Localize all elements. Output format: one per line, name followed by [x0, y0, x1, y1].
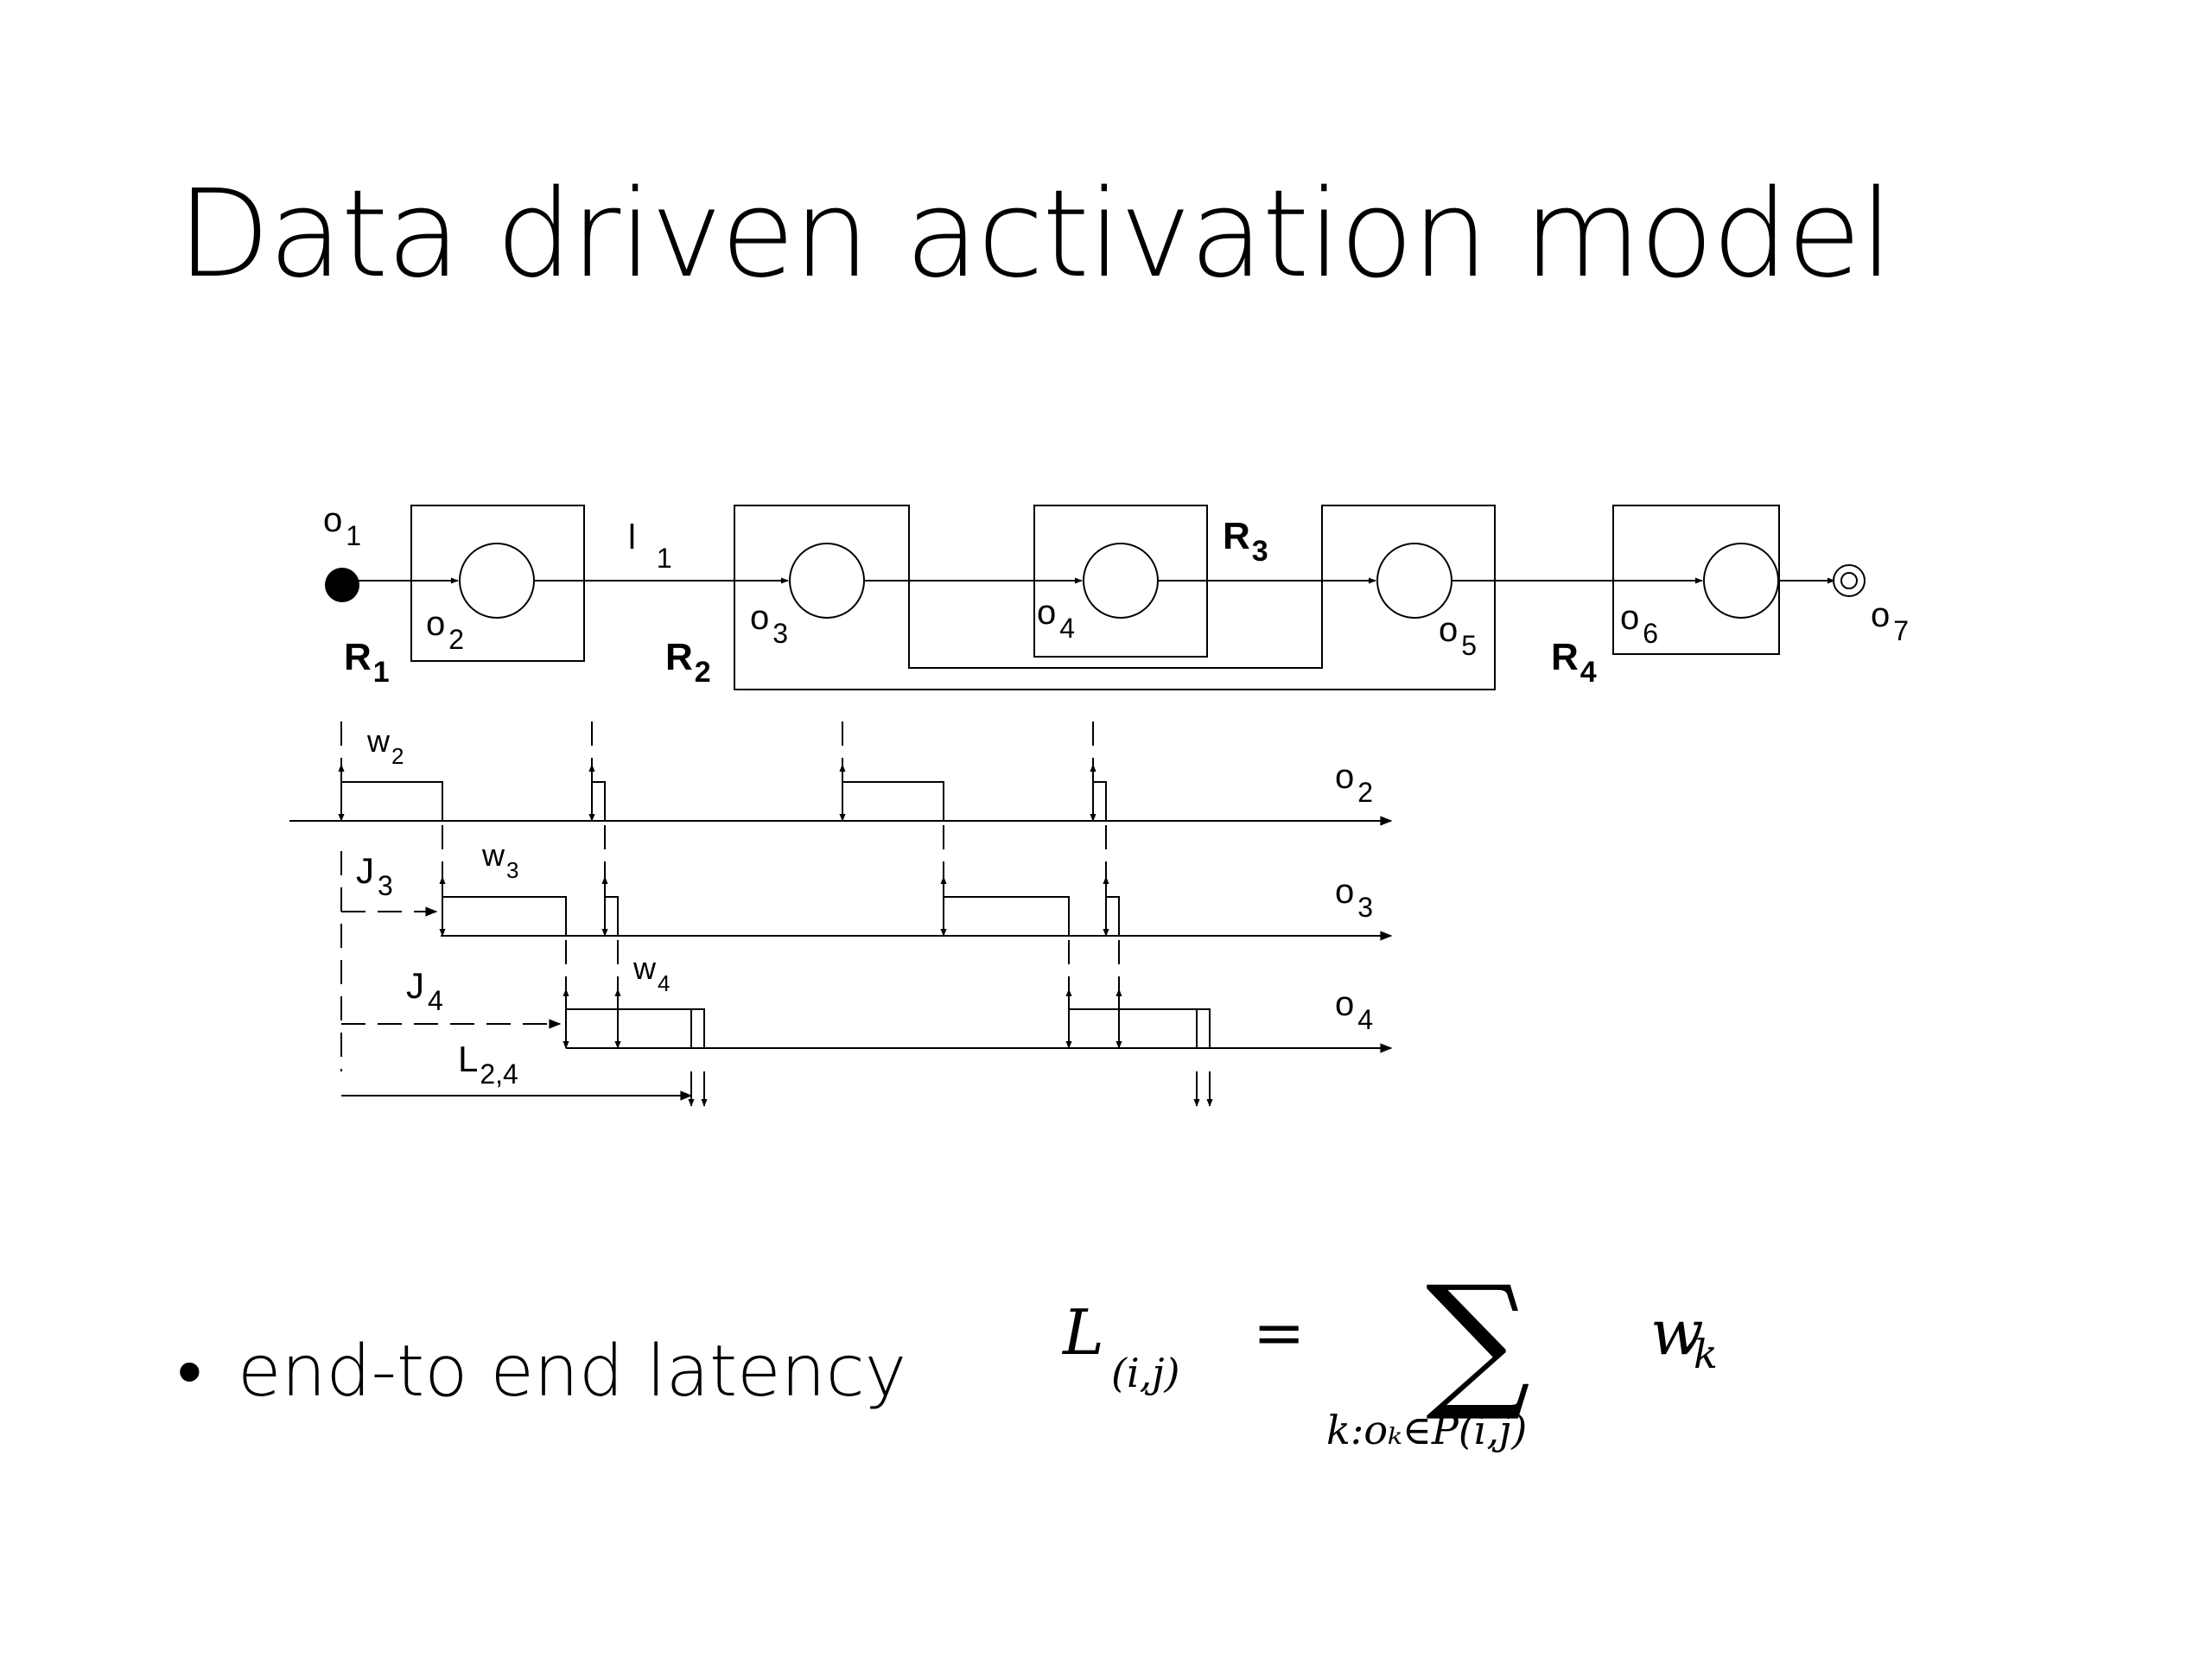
formula-equals: =: [1253, 1296, 1306, 1369]
object-node-o4: [1083, 543, 1159, 619]
bullet-symbol: •: [177, 1331, 202, 1413]
formula-term-subscript: k: [1694, 1331, 1718, 1377]
object-node-o3: [789, 543, 865, 619]
object-node-o2: [459, 543, 535, 619]
job-o4: [565, 1008, 705, 1048]
job-o2: [1092, 781, 1107, 821]
timeline: [289, 721, 1393, 1107]
pipeline: [354, 505, 1866, 690]
job-o3: [604, 896, 619, 936]
label-r2: R2: [665, 636, 711, 689]
label-l24: L2,4: [458, 1039, 518, 1090]
job-o3: [1105, 896, 1120, 936]
label-w2: w2: [366, 723, 404, 769]
job-o2: [842, 781, 944, 821]
label-w3: w3: [481, 837, 518, 883]
label-link-l1: l1: [628, 518, 672, 574]
job-o2: [591, 781, 606, 821]
sink-node-o7: [1833, 564, 1866, 597]
bullet-item: • end-to end latency: [177, 1331, 906, 1413]
object-node-o5: [1376, 543, 1452, 619]
resource-box-r1: [410, 505, 585, 662]
job-o4: [1068, 1008, 1211, 1048]
activation-arrows: [338, 764, 1122, 1049]
sink-node-o7-inner: [1840, 572, 1858, 589]
formula-sum-subscript: k:oₖ∈P(i,j): [1326, 1407, 1528, 1453]
label-r1: R1: [344, 636, 390, 689]
resource-box-r2: [734, 505, 1496, 690]
label-w4: w4: [632, 950, 670, 996]
formula-lhs: L: [1063, 1296, 1104, 1369]
label-r4: R4: [1551, 636, 1597, 689]
job-o3: [943, 896, 1070, 936]
job-o3: [442, 896, 567, 936]
object-node-o6: [1703, 543, 1779, 619]
latency-formula: L (i,j) = ∑ k:oₖ∈P(i,j) w k: [1063, 1255, 1771, 1469]
job-o2: [340, 781, 443, 821]
formula-sum-symbol: ∑: [1426, 1255, 1531, 1426]
label-r3: R3: [1223, 515, 1268, 568]
completion-arrows: [688, 1071, 1213, 1107]
formula-lhs-subscript: (i,j): [1111, 1350, 1180, 1396]
formula-term: w: [1650, 1296, 1704, 1369]
source-node-o1: [325, 568, 359, 602]
slide-title: Data driven activation model: [177, 164, 1893, 305]
bullet-text: end-to end latency: [238, 1331, 907, 1413]
